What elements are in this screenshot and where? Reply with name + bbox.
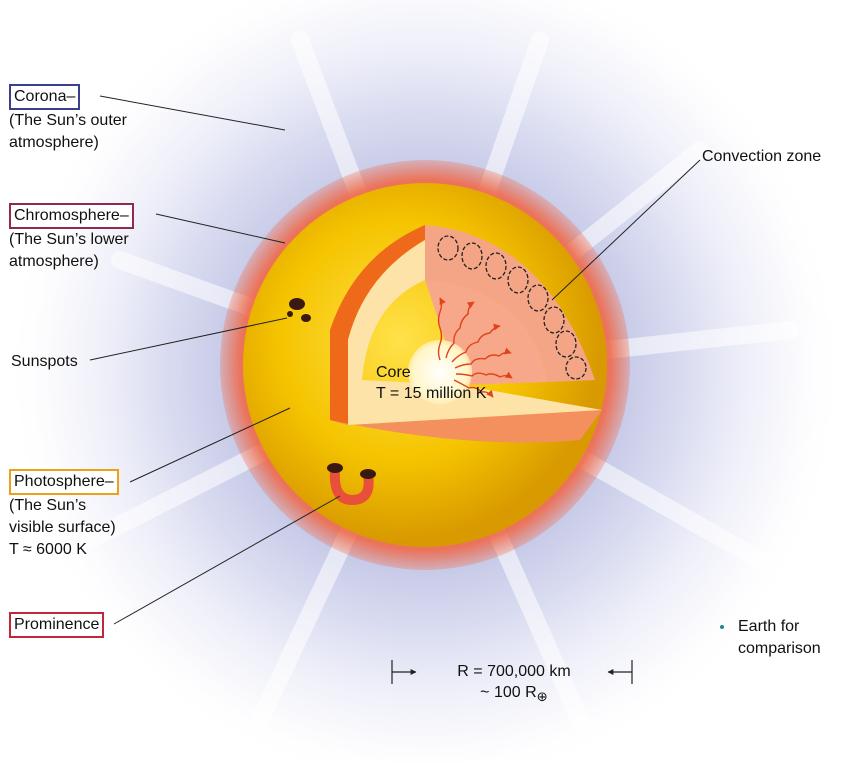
earth-dot <box>720 625 724 629</box>
earth-text-2: comparison <box>738 638 821 660</box>
chromosphere-title: Chromosphere– <box>9 203 134 229</box>
chromosphere-label: Chromosphere– (The Sun’s lower atmospher… <box>9 203 134 273</box>
earth-symbol: ⊕ <box>537 689 548 704</box>
corona-label: Corona– (The Sun’s outer atmosphere) <box>9 84 127 154</box>
photosphere-label: Photosphere– (The Sun’s visible surface)… <box>9 469 119 561</box>
earth-label: Earth for comparison <box>738 616 821 660</box>
sunspots-title: Sunspots <box>11 353 78 370</box>
core-title: Core <box>376 362 486 383</box>
photosphere-title: Photosphere– <box>9 469 119 495</box>
corona-desc-2: atmosphere) <box>9 132 127 154</box>
radius-text-1: R = 700,000 km <box>434 661 594 682</box>
chromosphere-desc-1: (The Sun’s lower <box>9 229 134 251</box>
corona-desc-1: (The Sun’s outer <box>9 110 127 132</box>
chromosphere-desc-2: atmosphere) <box>9 251 134 273</box>
radius-label: R = 700,000 km ~ 100 R⊕ <box>434 661 594 707</box>
sunspots-label: Sunspots <box>11 351 78 373</box>
photosphere-temp: T ≈ 6000 K <box>9 539 119 561</box>
radius-text-2: ~ 100 R⊕ <box>434 682 594 707</box>
photosphere-desc-1: (The Sun’s <box>9 495 119 517</box>
convection-zone-label: Convection zone <box>702 146 821 168</box>
photosphere-desc-2: visible surface) <box>9 517 119 539</box>
core-temp: T = 15 million K <box>376 383 486 404</box>
radius-text-2-prefix: ~ 100 R <box>480 684 536 701</box>
core-label: Core T = 15 million K <box>376 362 486 404</box>
convection-zone-title: Convection zone <box>702 148 821 165</box>
earth-text-1: Earth for <box>738 616 821 638</box>
corona-title: Corona– <box>9 84 80 110</box>
prominence-title: Prominence <box>9 612 104 638</box>
prominence-label: Prominence <box>9 612 104 638</box>
